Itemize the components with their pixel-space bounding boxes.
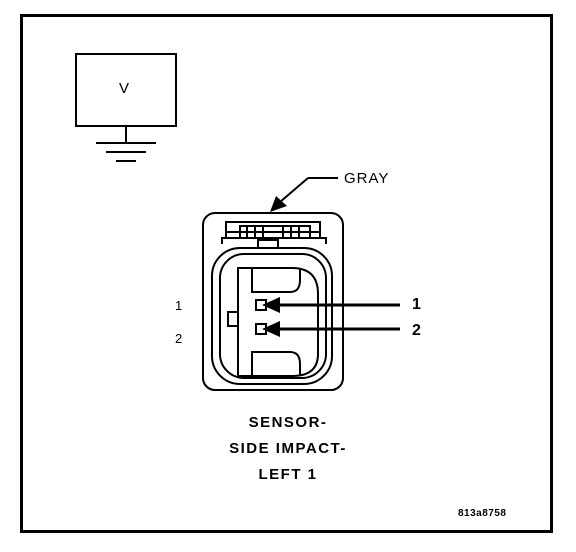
connector-body	[202, 212, 344, 391]
cavity-label-right-2: 2	[412, 322, 421, 339]
cavity-label-right-1: 1	[412, 296, 421, 313]
pin-1-arrow	[262, 297, 400, 313]
title-line-3: LEFT 1	[258, 466, 318, 483]
gray-leader-arrow	[270, 177, 338, 212]
figure-code: 813a8758	[458, 508, 507, 519]
diagram-frame	[20, 14, 553, 533]
voltmeter-label: V	[119, 80, 130, 97]
title-line-1: SENSOR-	[248, 414, 328, 431]
ground-icon	[96, 126, 156, 162]
wire-color-label: GRAY	[344, 170, 390, 187]
cavity-label-left-1: 1	[175, 298, 183, 313]
cavity-label-left-2: 2	[175, 331, 183, 346]
pin-2-arrow	[262, 321, 400, 337]
title-line-2: SIDE IMPACT-	[229, 440, 347, 457]
